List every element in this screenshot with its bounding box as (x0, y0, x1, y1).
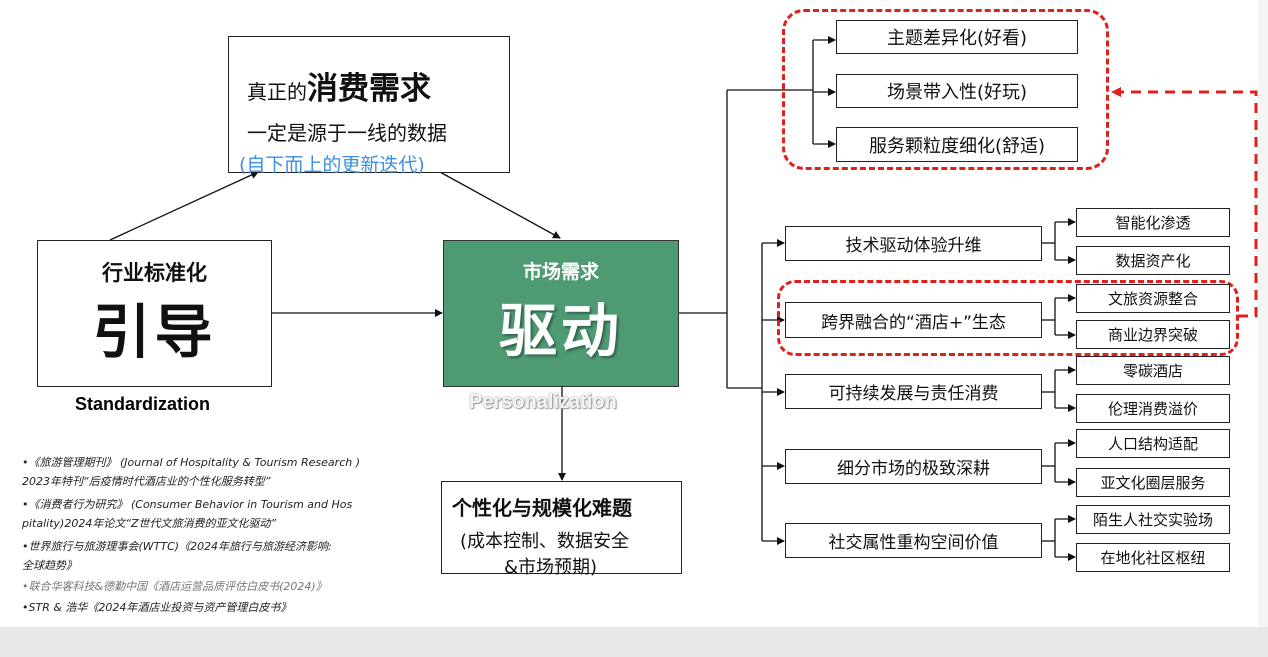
top-item-service: 服务颗粒度细化(舒适) (836, 127, 1078, 162)
consumer-line3: (自下而上的更新迭代) (239, 154, 425, 176)
branch-segment: 细分市场的极致深耕 (785, 449, 1042, 484)
branch-social: 社交属性重构空间价值 (785, 523, 1042, 558)
reference-line: •世界旅行与旅游理事会(WTTC)《2024年旅行与旅游经济影响: (22, 540, 332, 553)
crossover-highlight (777, 280, 1239, 356)
standardization-english: Standardization (75, 394, 211, 414)
leaf-crossover-1: 文旅资源整合 (1076, 284, 1230, 313)
challenge-box: 个性化与规模化难题 (成本控制、数据安全 &市场预期) (441, 481, 682, 578)
reference-line: •《消费者行为研究》 (Consumer Behavior in Tourism… (22, 498, 353, 511)
reference-line: pitality)2024年论文“Z世代文旅消费的亚文化驱动” (22, 517, 277, 530)
standardization-box: 行业标准化 引导 (37, 240, 272, 387)
market-english: Personalization (469, 391, 617, 413)
connector-lines (109, 36, 1258, 561)
reference-line: •《旅游管理期刊》 (Journal of Hospitality & Tour… (22, 456, 361, 469)
reference-line: •联合华客科技&德勤中国《酒店运营品质评估白皮书(2024)》 (22, 580, 327, 593)
leaf-tech-1: 智能化渗透 (1076, 208, 1230, 237)
branch-tech: 技术驱动体验升维 (785, 226, 1042, 261)
arrow-standardization-to-consumer (109, 171, 259, 241)
leaf-sustainable-2: 伦理消费溢价 (1076, 394, 1230, 423)
feedback-arrow-dashed (1111, 87, 1258, 318)
consumer-line1-big: 消费需求 (307, 71, 431, 107)
reference-line: 全球趋势》 (22, 559, 77, 572)
leaf-crossover-2: 商业边界突破 (1076, 320, 1230, 349)
leaf-segment-1: 人口结构适配 (1076, 429, 1230, 458)
consumer-line1-small: 真正的 (247, 80, 307, 104)
standardization-big: 引导 (92, 298, 217, 366)
leaf-tech-2: 数据资产化 (1076, 246, 1230, 275)
reference-line: 2023年特刊“后疫情时代酒店业的个性化服务转型” (22, 475, 271, 488)
branch-sustainable: 可持续发展与责任消费 (785, 374, 1042, 409)
leaf-sustainable-1: 零碳酒店 (1076, 356, 1230, 385)
market-big: 驱动 (498, 297, 623, 365)
bottom-bar (0, 627, 1268, 657)
challenge-title: 个性化与规模化难题 (452, 496, 632, 520)
standardization-title: 行业标准化 (102, 261, 207, 285)
consumer-demand-box: 真正的消费需求 一定是源于一线的数据 (自下而上的更新迭代) (228, 36, 510, 176)
consumer-line2: 一定是源于一线的数据 (247, 121, 447, 145)
diagram-canvas: 真正的消费需求 一定是源于一线的数据 (自下而上的更新迭代) 行业标准化 引导 … (0, 0, 1268, 627)
arrow-consumer-to-market (439, 171, 561, 239)
top-item-theme: 主题差异化(好看) (836, 20, 1078, 54)
market-title: 市场需求 (522, 261, 599, 283)
leaf-social-1: 陌生人社交实验场 (1076, 505, 1230, 534)
branch-crossover: 跨界融合的“酒店+”生态 (785, 302, 1042, 338)
reference-line: •STR & 浩华《2024年酒店业投资与资产管理白皮书》 (22, 601, 292, 614)
top-item-scene: 场景带入性(好玩) (836, 74, 1078, 108)
leaf-social-2: 在地化社区枢纽 (1076, 543, 1230, 572)
scrollbar-track[interactable] (1258, 0, 1268, 627)
top-group-highlight (782, 9, 1109, 170)
challenge-line3: &市场预期) (504, 557, 598, 578)
challenge-line2: (成本控制、数据安全 (460, 531, 630, 552)
leaf-segment-2: 亚文化圈层服务 (1076, 468, 1230, 497)
market-demand-box: 市场需求 驱动 (443, 240, 679, 387)
